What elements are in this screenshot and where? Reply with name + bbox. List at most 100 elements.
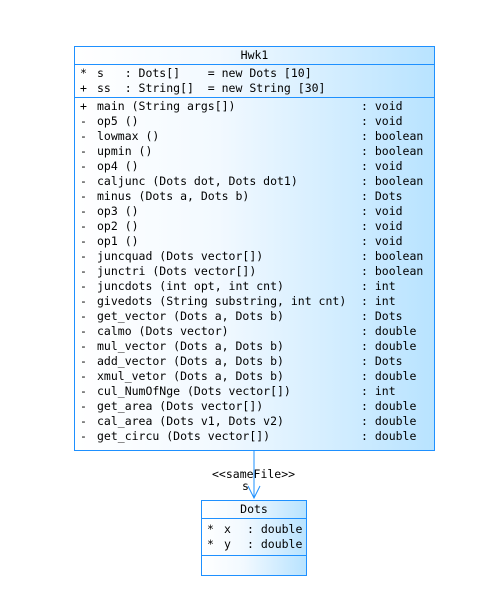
method-return-type: : Dots bbox=[361, 354, 403, 368]
method-signature: mul_vector (Dots a, Dots b) bbox=[97, 339, 284, 353]
method-signature: main (String args[]) bbox=[97, 99, 236, 113]
class-hwk1-title: Hwk1 bbox=[75, 47, 434, 65]
method-signature: op2 () bbox=[97, 219, 139, 233]
class-dots[interactable]: Dots * x : double* y : double bbox=[201, 500, 307, 576]
visibility-marker: * bbox=[207, 522, 214, 536]
method-row: -calmo (Dots vector) : double bbox=[75, 324, 434, 339]
visibility-marker: - bbox=[80, 339, 87, 353]
method-return-type: : int bbox=[361, 384, 396, 398]
visibility-marker: * bbox=[207, 537, 214, 551]
visibility-marker: - bbox=[80, 294, 87, 308]
visibility-marker: - bbox=[80, 309, 87, 323]
method-signature: upmin () bbox=[97, 144, 153, 158]
method-row: -op5 () : void bbox=[75, 114, 434, 129]
visibility-marker: - bbox=[80, 414, 87, 428]
visibility-marker: - bbox=[80, 144, 87, 158]
method-return-type: : void bbox=[361, 159, 403, 173]
class-dots-attributes: * x : double* y : double bbox=[202, 519, 306, 556]
method-return-type: : boolean bbox=[361, 144, 424, 158]
class-dots-title: Dots bbox=[202, 501, 306, 519]
association-arrowhead bbox=[247, 485, 261, 500]
method-return-type: : double bbox=[361, 414, 417, 428]
visibility-marker: - bbox=[80, 264, 87, 278]
method-signature: op5 () bbox=[97, 114, 139, 128]
visibility-marker: - bbox=[80, 234, 87, 248]
attribute-row: +ss : String[] = new String [30] bbox=[75, 81, 434, 96]
method-signature: get_vector (Dots a, Dots b) bbox=[97, 309, 284, 323]
method-signature: get_circu (Dots vector[]) bbox=[97, 429, 271, 443]
visibility-marker: - bbox=[80, 279, 87, 293]
method-row: -juncdots (int opt, int cnt): int bbox=[75, 279, 434, 294]
visibility-marker: - bbox=[80, 384, 87, 398]
method-row: -xmul_vetor (Dots a, Dots b): double bbox=[75, 369, 434, 384]
attribute-name: x bbox=[224, 522, 231, 536]
visibility-marker: - bbox=[80, 129, 87, 143]
visibility-marker: - bbox=[80, 204, 87, 218]
method-row: -get_area (Dots vector[]) : double bbox=[75, 399, 434, 414]
method-row: -junctri (Dots vector[]) : boolean bbox=[75, 264, 434, 279]
method-row: -minus (Dots a, Dots b): Dots bbox=[75, 189, 434, 204]
visibility-marker: - bbox=[80, 324, 87, 338]
method-row: -upmin () : boolean bbox=[75, 144, 434, 159]
visibility-marker: - bbox=[80, 354, 87, 368]
visibility-marker: - bbox=[80, 159, 87, 173]
attribute-name: y bbox=[224, 537, 231, 551]
visibility-marker: - bbox=[80, 189, 87, 203]
method-return-type: : void bbox=[361, 114, 403, 128]
attribute-type: : double bbox=[247, 537, 303, 551]
method-row: -cal_area (Dots v1, Dots v2) : double bbox=[75, 414, 434, 429]
method-return-type: : double bbox=[361, 399, 417, 413]
method-return-type: : double bbox=[361, 429, 417, 443]
method-return-type: : boolean bbox=[361, 174, 424, 188]
method-return-type: : void bbox=[361, 204, 403, 218]
method-signature: add_vector (Dots a, Dots b) bbox=[97, 354, 284, 368]
method-signature: op3 () bbox=[97, 204, 139, 218]
method-signature: lowmax () bbox=[97, 129, 160, 143]
visibility-marker: - bbox=[80, 429, 87, 443]
method-return-type: : void bbox=[361, 234, 403, 248]
method-signature: juncdots (int opt, int cnt) bbox=[97, 279, 284, 293]
method-signature: caljunc (Dots dot, Dots dot1) bbox=[97, 174, 298, 188]
visibility-marker: + bbox=[80, 81, 87, 95]
class-hwk1-attributes: * s : Dots[] = new Dots [10]+ss : String[… bbox=[75, 65, 434, 98]
method-signature: junctri (Dots vector[]) bbox=[97, 264, 257, 278]
method-signature: juncquad (Dots vector[]) bbox=[97, 249, 264, 263]
visibility-marker: * bbox=[80, 66, 87, 80]
method-row: -mul_vector (Dots a, Dots b): double bbox=[75, 339, 434, 354]
method-row: +main (String args[]): void bbox=[75, 99, 434, 114]
method-signature: xmul_vetor (Dots a, Dots b) bbox=[97, 369, 284, 383]
method-return-type: : double bbox=[361, 324, 417, 338]
method-row: -op1 () : void bbox=[75, 234, 434, 249]
attribute-row: * y : double bbox=[202, 537, 306, 552]
method-row: -get_circu (Dots vector[]) : double bbox=[75, 429, 434, 444]
method-return-type: : void bbox=[361, 219, 403, 233]
method-return-type: : int bbox=[361, 294, 396, 308]
attribute-row: * s : Dots[] = new Dots [10] bbox=[75, 66, 434, 81]
method-signature: op4 () bbox=[97, 159, 139, 173]
method-return-type: : void bbox=[361, 99, 403, 113]
attribute-row: *x: double bbox=[202, 522, 306, 537]
method-row: -cul_NumOfNge (Dots vector[]): int bbox=[75, 384, 434, 399]
visibility-marker: - bbox=[80, 114, 87, 128]
attribute-text: s : Dots[] = new Dots [10] bbox=[97, 66, 312, 80]
method-signature: calmo (Dots vector) bbox=[97, 324, 229, 338]
method-row: -caljunc (Dots dot, Dots dot1): boolean bbox=[75, 174, 434, 189]
method-row: -lowmax () : boolean bbox=[75, 129, 434, 144]
method-signature: op1 () bbox=[97, 234, 139, 248]
visibility-marker: - bbox=[80, 369, 87, 383]
visibility-marker: - bbox=[80, 399, 87, 413]
method-row: -add_vector (Dots a, Dots b) : Dots bbox=[75, 354, 434, 369]
method-signature: get_area (Dots vector[]) bbox=[97, 399, 264, 413]
class-hwk1[interactable]: Hwk1 * s : Dots[] = new Dots [10]+ss : St… bbox=[74, 46, 435, 451]
method-row: -op4 () : void bbox=[75, 159, 434, 174]
method-signature: cal_area (Dots v1, Dots v2) bbox=[97, 414, 284, 428]
method-return-type: : boolean bbox=[361, 264, 424, 278]
method-signature: givedots (String substring, int cnt) bbox=[97, 294, 347, 308]
method-row: -givedots (String substring, int cnt) : i… bbox=[75, 294, 434, 309]
association-role: s bbox=[242, 479, 249, 493]
method-return-type: : Dots bbox=[361, 309, 403, 323]
method-return-type: : boolean bbox=[361, 249, 424, 263]
method-return-type: : boolean bbox=[361, 129, 424, 143]
class-dots-methods bbox=[202, 556, 306, 576]
